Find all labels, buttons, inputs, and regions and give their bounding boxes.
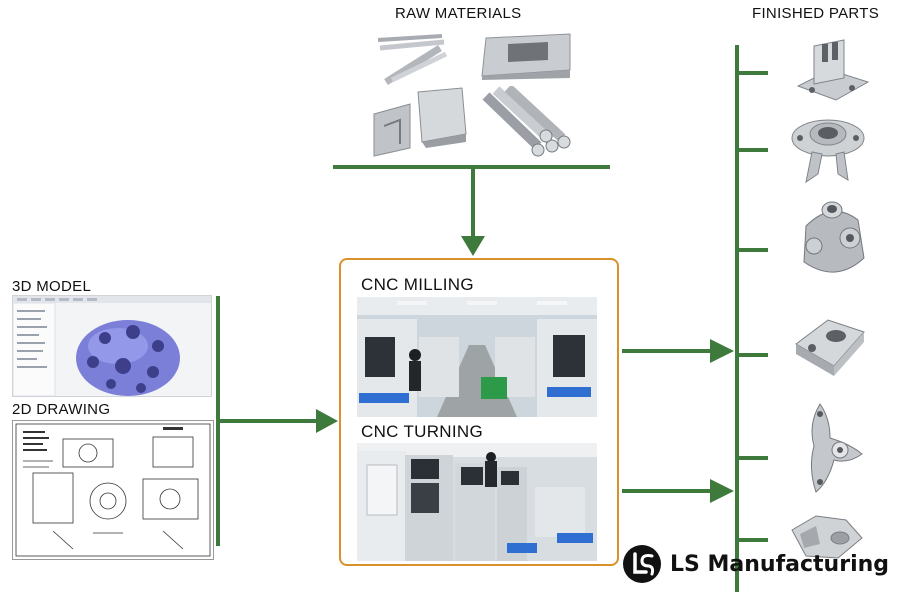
2d-drawing-label: 2D DRAWING <box>12 401 111 418</box>
arrow-right-icon <box>710 479 734 503</box>
cnc-process-box <box>339 258 619 566</box>
3d-model-label: 3D MODEL <box>12 278 92 295</box>
3d-model-cad-image <box>12 295 212 397</box>
finished-parts-label: FINISHED PARTS <box>752 5 879 22</box>
finished-part-block-image <box>788 308 870 378</box>
finished-part-bracket-image <box>792 38 870 106</box>
arrow-down-icon <box>461 236 485 256</box>
arrow-right-icon <box>710 339 734 363</box>
cnc-turning-label: CNC TURNING <box>361 422 483 441</box>
finished-part-housing-image <box>792 196 872 286</box>
2d-drawing-image <box>12 420 214 560</box>
brand-name: LS Manufacturing <box>670 551 890 577</box>
finished-part-casting-image <box>786 508 866 564</box>
ls-logo-icon <box>622 544 662 584</box>
raw-material-extrusions-image <box>370 86 468 158</box>
cnc-turning-photo <box>357 443 597 561</box>
finished-part-flange-image <box>788 112 868 186</box>
raw-material-round-bars-image <box>372 30 450 85</box>
cnc-milling-photo <box>357 297 597 417</box>
raw-material-plate-image <box>478 30 574 80</box>
cnc-milling-label: CNC MILLING <box>361 275 474 294</box>
finished-part-link-image <box>800 398 868 496</box>
raw-materials-label: RAW MATERIALS <box>395 5 522 22</box>
brand-logo: LS Manufacturing <box>622 544 889 584</box>
raw-material-bar-stock-image <box>480 86 572 162</box>
arrow-right-icon <box>316 409 338 433</box>
